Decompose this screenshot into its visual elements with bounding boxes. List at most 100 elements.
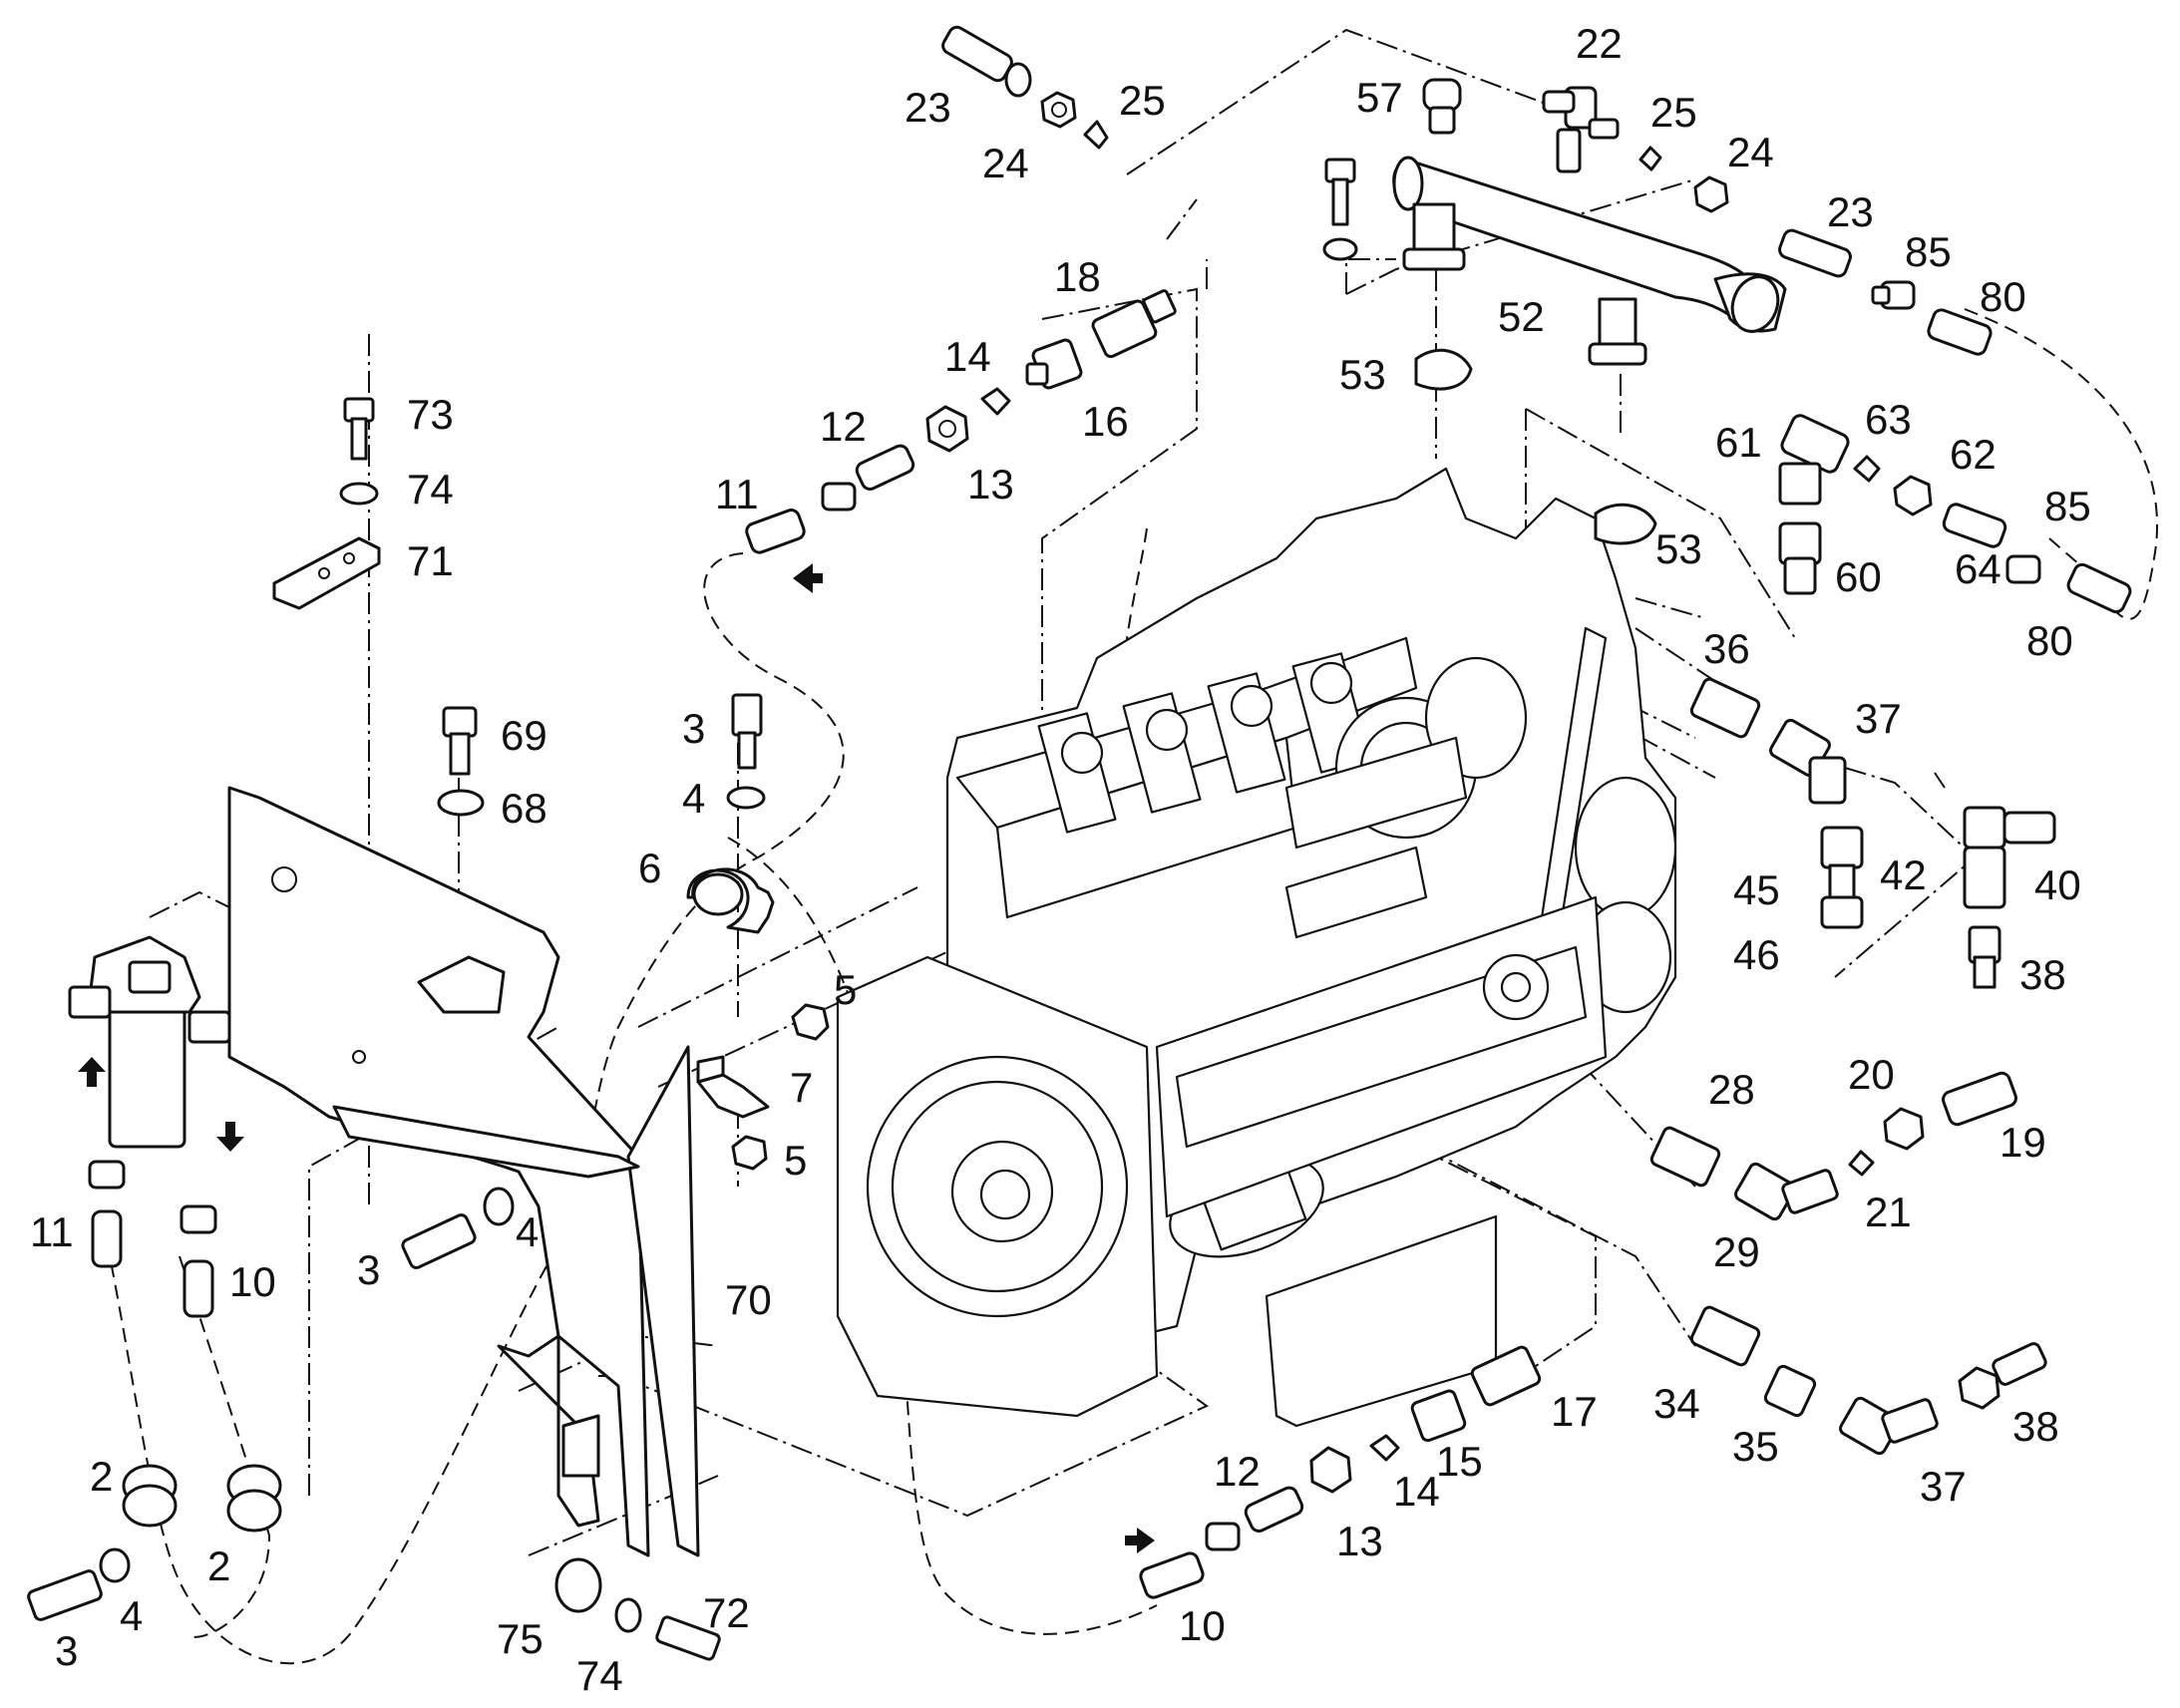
part-72-bolt xyxy=(655,1615,721,1661)
part-80-hose-lower xyxy=(2066,562,2132,614)
part-73-bolt xyxy=(343,397,375,461)
part-38-connector-upper xyxy=(1968,925,2001,989)
part-11-hose xyxy=(745,509,806,554)
callout-34: 34 xyxy=(1653,1380,1700,1427)
callout-72: 72 xyxy=(703,1589,750,1636)
part-14-olive xyxy=(980,387,1011,416)
part-10-hose-left xyxy=(182,1259,214,1318)
callout-36: 36 xyxy=(1703,625,1750,672)
callout-42: 42 xyxy=(1880,852,1927,898)
callout-71: 71 xyxy=(407,537,454,584)
part-36-adapter xyxy=(1689,677,1761,739)
callout-80: 80 xyxy=(2026,617,2073,664)
part-38-connector-lower xyxy=(1958,1342,2047,1410)
callout-38: 38 xyxy=(2012,1403,2059,1450)
part-62-nut xyxy=(1893,475,1933,516)
callout-4: 4 xyxy=(120,1592,143,1639)
callout-15: 15 xyxy=(1436,1438,1483,1485)
part-25-olive xyxy=(1083,120,1109,150)
part-63-olive xyxy=(1853,455,1881,483)
callout-53: 53 xyxy=(1339,351,1386,398)
callout-40: 40 xyxy=(2034,861,2081,908)
callout-35: 35 xyxy=(1732,1423,1779,1470)
flow-arrow-filter-up xyxy=(78,1057,106,1087)
callout-74: 74 xyxy=(407,466,454,512)
callout-23: 23 xyxy=(905,84,951,131)
callout-2: 2 xyxy=(90,1453,113,1500)
part-42-connector xyxy=(1820,826,1864,929)
part-12-clamp-bottom xyxy=(1205,1522,1241,1551)
callout-37: 37 xyxy=(1855,695,1902,742)
part-6-clamp xyxy=(686,867,775,934)
callout-13: 13 xyxy=(1336,1518,1383,1564)
part-12-connector xyxy=(855,444,915,491)
callout-5: 5 xyxy=(784,1137,807,1184)
engine-assembly xyxy=(836,467,1677,1428)
callout-57: 57 xyxy=(1356,74,1403,121)
part-37-elbow xyxy=(1769,718,1847,805)
part-60-adapter xyxy=(1778,521,1822,595)
part-2-clamp-a xyxy=(122,1464,178,1528)
part-4-washer-mid xyxy=(726,786,766,810)
callout-29: 29 xyxy=(1713,1228,1760,1275)
callout-18: 18 xyxy=(1054,253,1101,300)
part-4-washer-bottom xyxy=(99,1547,131,1583)
callout-20: 20 xyxy=(1848,1051,1895,1098)
part-7-bracket xyxy=(696,1055,770,1119)
callout-23: 23 xyxy=(1827,188,1874,235)
callout-11: 11 xyxy=(30,1208,74,1255)
part-13-nut-bottom xyxy=(1309,1446,1352,1494)
callout-85: 85 xyxy=(2044,483,2091,529)
callout-16: 16 xyxy=(1082,398,1129,445)
callout-7: 7 xyxy=(790,1064,813,1111)
part-2-clamp-b xyxy=(226,1464,282,1533)
part-57-plug xyxy=(1422,78,1462,135)
part-18-adapter xyxy=(1091,289,1177,359)
part-13-nut xyxy=(925,405,969,453)
part-75-washer xyxy=(554,1557,602,1613)
part-53-gasket-top xyxy=(1414,348,1473,391)
callout-69: 69 xyxy=(501,712,547,759)
callout-24: 24 xyxy=(1727,129,1774,175)
callout-63: 63 xyxy=(1865,396,1912,443)
part-64-connector xyxy=(1942,503,2007,548)
part-10-hose-bottom xyxy=(1139,1551,1205,1599)
flow-arrow-upper xyxy=(793,563,823,593)
callout-60: 60 xyxy=(1835,553,1882,600)
callout-70: 70 xyxy=(725,1276,772,1323)
callout-73: 73 xyxy=(407,391,454,438)
part-21-olive xyxy=(1848,1150,1875,1177)
callout-10: 10 xyxy=(229,1258,276,1305)
callout-38: 38 xyxy=(2019,951,2066,998)
callout-11: 11 xyxy=(715,471,759,517)
part-bolt-washer-52 xyxy=(1322,158,1358,261)
callout-24: 24 xyxy=(982,140,1029,186)
part-70-bracket xyxy=(227,786,700,1557)
callout-85: 85 xyxy=(1905,228,1952,275)
callout-17: 17 xyxy=(1551,1388,1598,1435)
callout-62: 62 xyxy=(1950,431,1997,478)
callout-labels: 23 24 25 22 57 25 24 23 85 80 52 53 18 1… xyxy=(30,20,2091,1699)
part-68-washer xyxy=(437,789,485,817)
callout-68: 68 xyxy=(501,785,547,832)
callout-4: 4 xyxy=(682,775,705,822)
callout-3: 3 xyxy=(682,705,705,752)
part-24-nut-right xyxy=(1693,175,1729,213)
callout-46: 46 xyxy=(1733,931,1780,978)
part-15-adapter xyxy=(1410,1389,1467,1443)
part-12-clamp xyxy=(821,482,857,512)
flow-arrow-filter-down xyxy=(216,1122,244,1152)
callout-64: 64 xyxy=(1955,545,2001,592)
callout-10: 10 xyxy=(1179,1602,1226,1649)
part-3-bolt-left xyxy=(401,1213,477,1269)
part-37-elbow-lower xyxy=(1839,1396,1939,1456)
part-25-olive-right xyxy=(1638,146,1662,171)
part-35-adapter xyxy=(1763,1364,1817,1418)
callout-28: 28 xyxy=(1708,1066,1755,1113)
callout-12: 12 xyxy=(1214,1448,1261,1495)
callout-4: 4 xyxy=(516,1208,539,1255)
part-80-hose xyxy=(1927,308,1993,356)
callout-53: 53 xyxy=(1655,525,1702,572)
callout-12: 12 xyxy=(820,403,867,450)
part-14-olive-bottom xyxy=(1369,1434,1400,1462)
